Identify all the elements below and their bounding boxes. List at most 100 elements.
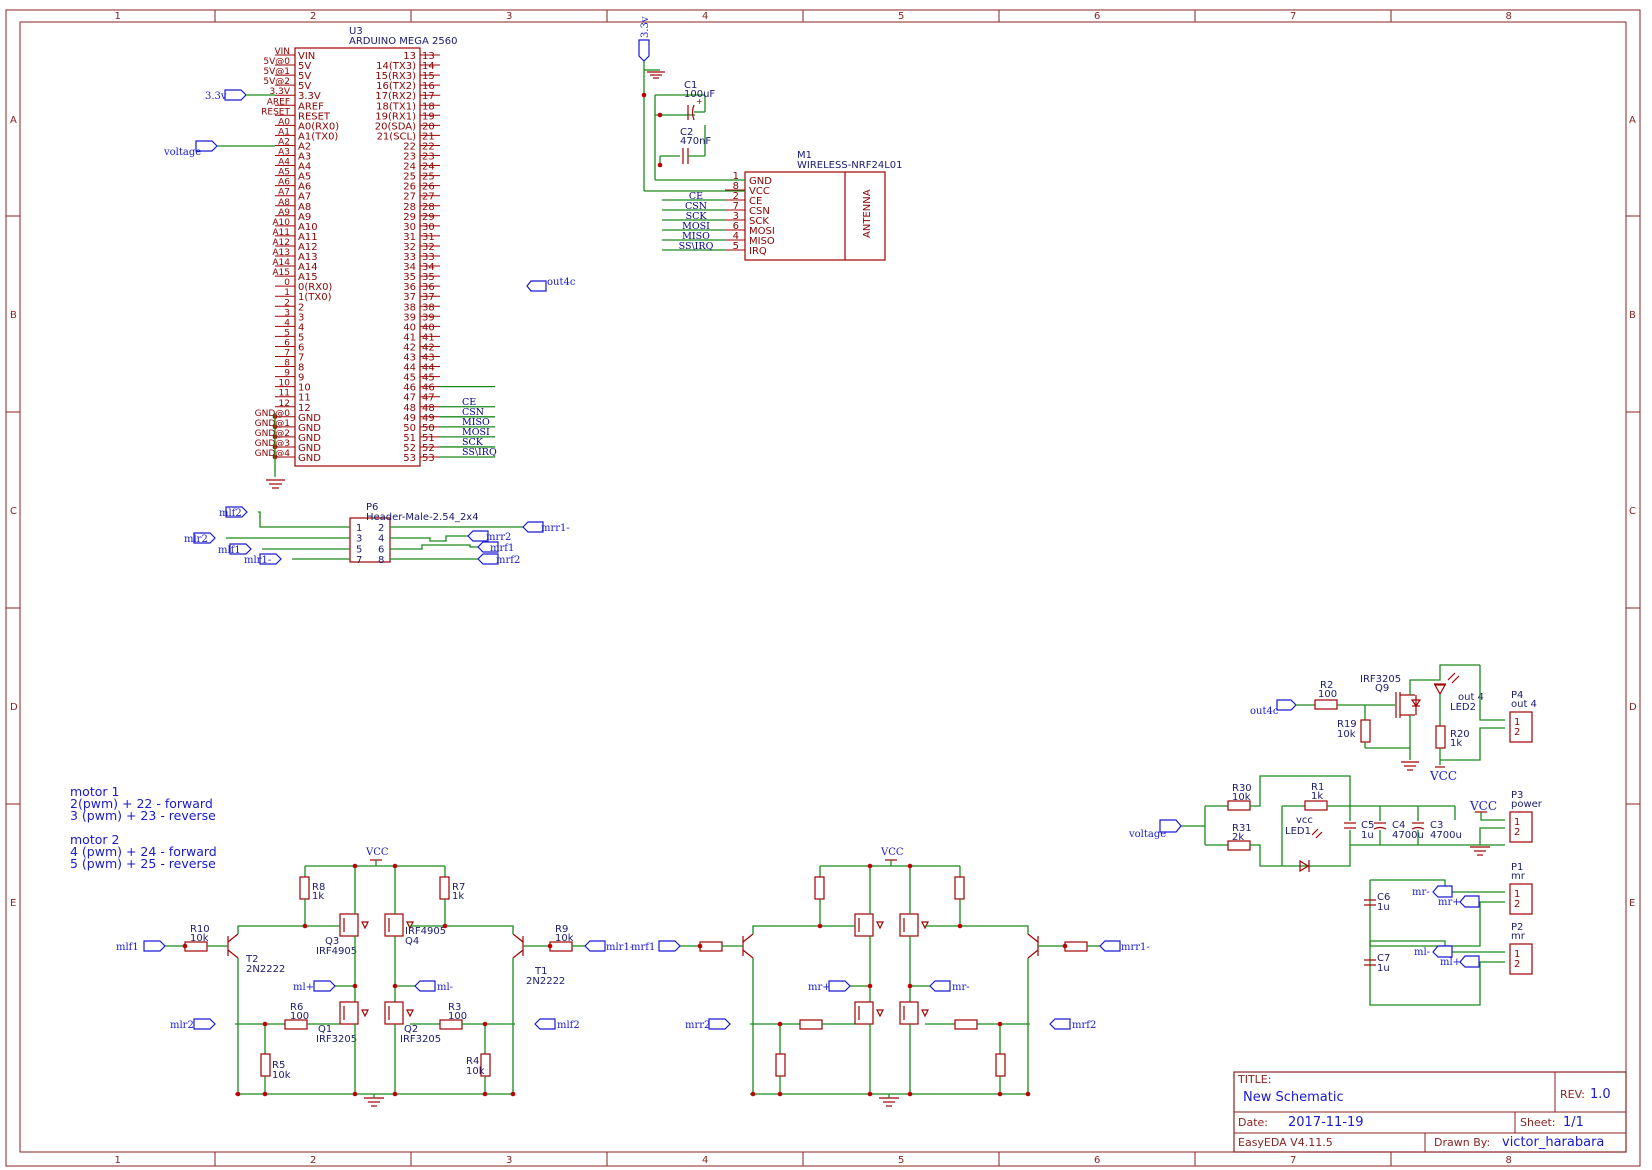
u3-pin-name: 5V	[298, 61, 311, 72]
resistor-r16[interactable]	[814, 876, 825, 900]
resistor-r1[interactable]	[1304, 800, 1328, 811]
resistor-value: 10k	[190, 933, 209, 944]
net-flag-mr_minus[interactable]	[929, 980, 951, 992]
resistor-r17[interactable]	[1064, 941, 1088, 952]
capacitor-c5[interactable]	[1344, 806, 1356, 845]
u3-pin-name: 44	[403, 363, 416, 374]
resistor-r18[interactable]	[699, 941, 723, 952]
net-flag-out4c[interactable]	[1276, 699, 1297, 711]
led2[interactable]	[1433, 672, 1460, 696]
net-flag-mrf1[interactable]	[477, 541, 499, 553]
net-flag-mlf2[interactable]	[225, 506, 248, 518]
m1-pin-name: CSN	[749, 206, 770, 217]
net-flag-mlr2[interactable]	[193, 1018, 216, 1030]
net-flag-mr_plus[interactable]	[828, 980, 851, 992]
mosfet-q9[interactable]	[1395, 692, 1422, 718]
mosfet-q4[interactable]	[384, 913, 404, 937]
resistor-r15[interactable]	[954, 876, 965, 900]
net-flag-mlf2[interactable]	[534, 1018, 556, 1030]
connector-p3[interactable]	[1509, 811, 1533, 843]
u3-pin-name: 17(RX2)	[375, 91, 416, 102]
capacitor-c3[interactable]	[1411, 806, 1425, 845]
mosfet-q5[interactable]	[854, 1001, 874, 1025]
capacitor-c1[interactable]: + C1 100uF	[684, 80, 715, 121]
mosfet-q7[interactable]	[854, 913, 874, 937]
resistor-value: 100	[448, 1011, 467, 1022]
net-flag-ml-minus[interactable]	[1432, 945, 1453, 958]
net-flag-mlf1[interactable]	[143, 940, 166, 952]
zone-col-label: 8	[1506, 1155, 1512, 1166]
resistor-r7[interactable]	[439, 876, 450, 900]
u3-pin-name: 31	[403, 232, 416, 243]
date-value: 2017-11-19	[1288, 1115, 1364, 1130]
resistor-r14[interactable]	[799, 1019, 823, 1030]
p4-value: out 4	[1511, 699, 1537, 710]
mosfet-q6[interactable]	[899, 1001, 919, 1025]
capacitor-c6[interactable]	[1364, 899, 1376, 906]
p4-pin: 1	[1514, 717, 1520, 728]
net-flag-voltage[interactable]	[1159, 819, 1182, 833]
net-flag-mrf1[interactable]	[658, 940, 681, 952]
p3-pin: 1	[1514, 817, 1520, 828]
h-bridge-motor-1[interactable]: VCCR81kR71kQ3IRF4905Q4IRF4905Q1IRF3205Q2…	[116, 847, 633, 1107]
capacitor-c7[interactable]	[1364, 959, 1376, 966]
net-flag-mlf1[interactable]	[229, 543, 252, 555]
capacitor-c2[interactable]: C2 470nF	[659, 125, 711, 165]
net-flag-mrr2[interactable]	[467, 530, 489, 542]
net-flag-mrr1[interactable]	[1099, 940, 1121, 952]
resistor-r5[interactable]	[260, 1053, 271, 1077]
mosfet-q3[interactable]	[339, 913, 359, 937]
net-flag-3v3-top[interactable]	[638, 39, 650, 62]
m1-pin-name: IRQ	[749, 246, 767, 257]
resistor-r12[interactable]	[995, 1053, 1006, 1077]
note-line: 4 (pwm) + 24 - forward	[70, 844, 217, 859]
u3-pin-number: A6	[278, 178, 290, 188]
net-flag-out4c-mid[interactable]: out4c	[526, 277, 576, 292]
power-input[interactable]: voltage R30 10k R31 2k R1 1k vcc LED1	[1128, 775, 1543, 873]
net-flag-mrr2[interactable]	[708, 1018, 731, 1030]
net-flag-ml_plus[interactable]	[313, 980, 336, 992]
u3-pin-name: A15	[298, 272, 318, 283]
mosfet-q2[interactable]	[384, 1001, 404, 1025]
zone-row-label: B	[10, 310, 17, 321]
net-flag-mr-minus[interactable]	[1432, 885, 1453, 898]
resistor-r19[interactable]	[1360, 719, 1371, 743]
junction	[907, 1091, 913, 1097]
zone-col-label: 6	[1094, 1155, 1100, 1166]
net-flag-mr-plus[interactable]	[1459, 895, 1480, 908]
out4-driver[interactable]: out4c R2 100 R19 10k IRF3205 Q9	[1250, 664, 1537, 783]
mosfet-q1[interactable]	[339, 1001, 359, 1025]
net-flag-mlr2[interactable]	[193, 532, 216, 544]
net-flag-ml_minus[interactable]	[414, 980, 436, 992]
net-flag-mrf2[interactable]	[1049, 1018, 1071, 1030]
capacitor-c4[interactable]	[1373, 806, 1387, 845]
u3-pin-number: 34	[422, 262, 435, 273]
resistor-r20[interactable]	[1435, 725, 1446, 749]
net-flag-mrr1[interactable]	[522, 521, 544, 533]
led1[interactable]	[1299, 828, 1323, 873]
net-flag-ml-plus[interactable]	[1459, 955, 1480, 968]
m1-pin-number: 2	[733, 191, 739, 202]
resistor-r2[interactable]	[1314, 699, 1338, 710]
net-flag-mrf2[interactable]	[477, 553, 499, 565]
connector-p2[interactable]	[1509, 943, 1533, 975]
net-flag-mlr1[interactable]	[259, 553, 282, 565]
resistor-r8[interactable]	[299, 876, 310, 900]
net-flag-3v3-left[interactable]: 3.3v	[205, 89, 275, 102]
connector-p1[interactable]	[1509, 883, 1533, 915]
u3-pin-name: 43	[403, 353, 416, 364]
u3-pin-number: GND@0	[255, 409, 291, 419]
mosfet-diode	[406, 1009, 414, 1018]
resistor-r13[interactable]	[775, 1053, 786, 1077]
resistor-value: 100	[290, 1011, 309, 1022]
motor-connectors[interactable]: C6 1u mr- mr+ P1 mr 1 2 C7 1u ml- ml+ P2…	[1364, 862, 1533, 1006]
net-flag-voltage-left[interactable]: voltage	[163, 140, 275, 158]
net-flag-mlr1[interactable]	[584, 940, 606, 952]
mosfet-q8[interactable]	[899, 913, 919, 937]
resistor-r11[interactable]	[954, 1019, 978, 1030]
connector-p4[interactable]	[1509, 711, 1533, 743]
